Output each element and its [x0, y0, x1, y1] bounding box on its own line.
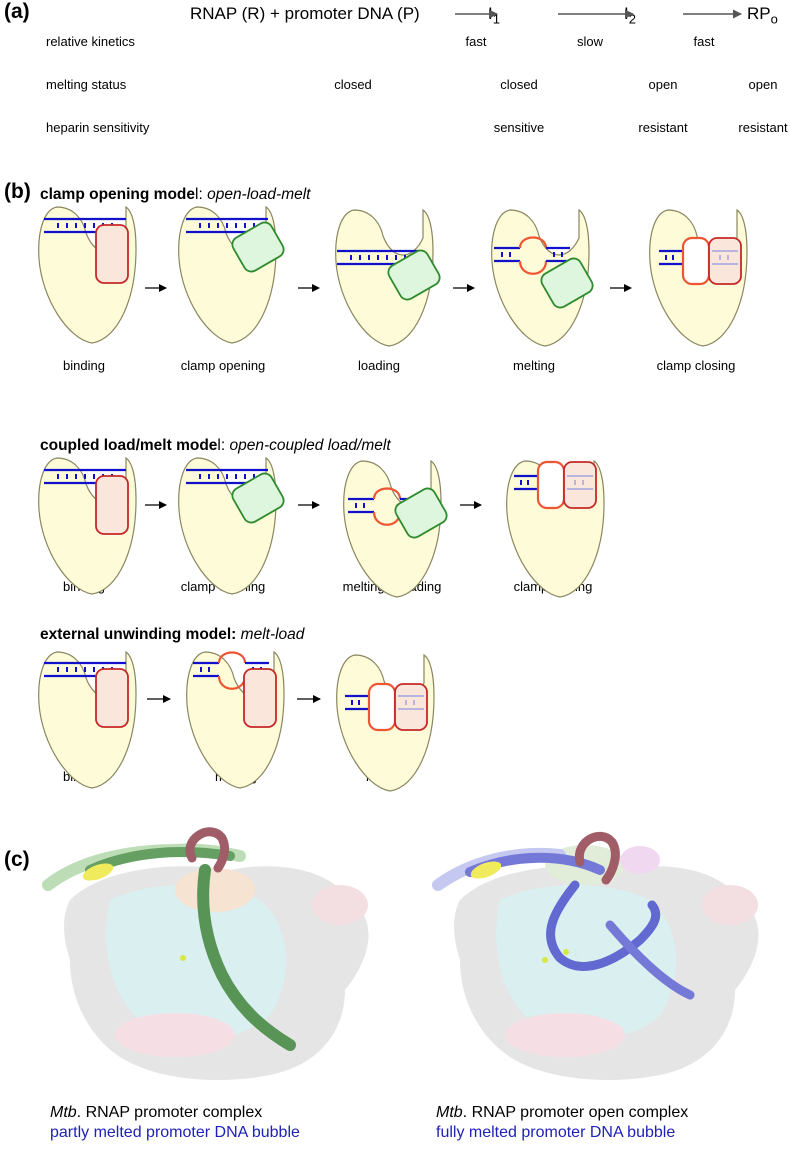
- panel-b-label: (b): [4, 180, 31, 203]
- panel-a-label: (a): [4, 0, 30, 23]
- m1-binding-cartoon: [38, 206, 137, 344]
- m1-step-clamp-closing: clamp closing: [656, 358, 736, 373]
- row-label-heparin: heparin sensitivity: [46, 120, 150, 135]
- kinetics-step-1: fast: [465, 34, 487, 49]
- right-structure-image: [432, 832, 759, 1080]
- kinetics-step-2: slow: [576, 34, 603, 49]
- model-2-title: coupled load/melt model: open-coupled lo…: [40, 437, 391, 454]
- row-label-melting: melting status: [46, 77, 127, 92]
- left-structure-subtitle: partly melted promoter DNA bubble: [50, 1124, 300, 1141]
- heparin-i2: resistant: [638, 120, 688, 135]
- reaction-rpo: RPo: [747, 4, 778, 27]
- melting-i1: closed: [500, 77, 538, 92]
- right-structure-title: Mtb. RNAP promoter open complex: [436, 1104, 689, 1121]
- model-3-title: external unwinding model: melt-load: [40, 626, 305, 643]
- row-label-kinetics: relative kinetics: [46, 34, 135, 49]
- heparin-rpo: resistant: [738, 120, 788, 135]
- m1-step-loading: loading: [358, 358, 400, 373]
- model-1-title: clamp opening model: open-load-melt: [40, 186, 311, 203]
- m1-clamp-opening-cartoon: [178, 206, 285, 344]
- left-structure-image: [42, 827, 369, 1080]
- m2-clamp-opening-cartoon: [178, 457, 285, 595]
- m1-melting-cartoon: [491, 209, 594, 347]
- melting-rp: closed: [334, 77, 372, 92]
- panel-c-label: (c): [4, 848, 30, 871]
- m3-loading-cartoon: [336, 654, 435, 792]
- m1-clamp-closing-cartoon: [649, 209, 748, 347]
- m1-loading-cartoon: [335, 209, 441, 347]
- melting-i2: open: [648, 77, 678, 92]
- m3-binding-cartoon: [38, 651, 137, 789]
- m2-binding-cartoon: [38, 457, 137, 595]
- m1-step-binding: binding: [63, 358, 105, 373]
- m3-melting-cartoon: [186, 651, 285, 789]
- right-structure-subtitle: fully melted promoter DNA bubble: [436, 1124, 676, 1141]
- kinetics-step-3: fast: [693, 34, 715, 49]
- m1-step-clamp-opening: clamp opening: [180, 358, 266, 373]
- heparin-i1: sensitive: [493, 120, 545, 135]
- m2-clamp-closing-cartoon: [506, 460, 605, 598]
- left-structure-title: Mtb. RNAP promoter complex: [50, 1104, 263, 1121]
- m2-melting-loading-cartoon: [343, 460, 448, 598]
- m1-step-melting: melting: [513, 358, 555, 373]
- reaction-reactants: RNAP (R) + promoter DNA (P): [190, 4, 420, 23]
- melting-rpo: open: [748, 77, 778, 92]
